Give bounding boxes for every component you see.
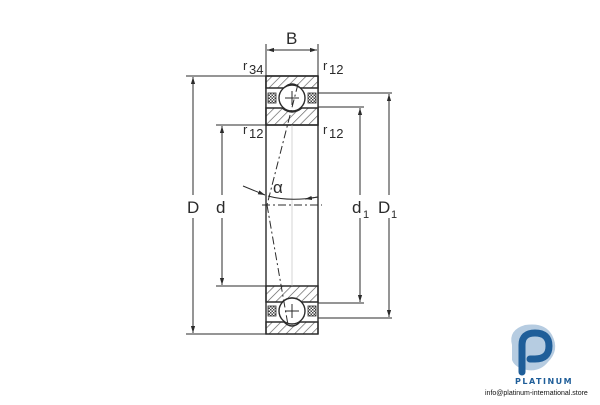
svg-text:r: r: [243, 58, 248, 73]
bore-diameter-label: d: [216, 198, 225, 217]
dimension-arrows: [190, 47, 392, 333]
radius-label-mid-left: r 12: [243, 122, 263, 141]
logo-email-text: info@platinum-international.store: [485, 390, 588, 397]
svg-text:12: 12: [249, 126, 263, 141]
svg-text:r: r: [323, 58, 328, 73]
svg-text:12: 12: [329, 126, 343, 141]
contact-angle-indicator: [242, 185, 319, 201]
contact-angle-label: α: [273, 178, 283, 197]
width-label: B: [286, 29, 297, 48]
outer-diameter-label: D: [187, 198, 199, 217]
svg-text:1: 1: [363, 209, 369, 221]
platinum-logo: PLATINUM info@platinum-international.sto…: [485, 324, 588, 397]
svg-text:r: r: [243, 122, 248, 137]
radius-label-top-right: r 12: [323, 58, 343, 77]
radius-label-mid-right: r 12: [323, 122, 343, 141]
svg-text:1: 1: [391, 209, 397, 221]
bearing-section: [265, 75, 319, 335]
svg-text:12: 12: [329, 62, 343, 77]
logo-brand-text: PLATINUM: [515, 377, 573, 386]
svg-text:34: 34: [249, 62, 263, 77]
svg-text:r: r: [323, 122, 328, 137]
svg-text:d: d: [352, 198, 361, 217]
radius-label-top-left: r 34: [243, 58, 263, 77]
svg-text:D: D: [378, 198, 390, 217]
shoulder-outer-label: D 1: [378, 198, 397, 221]
contact-line: [262, 83, 322, 326]
shoulder-inner-label: d 1: [352, 198, 369, 221]
extension-lines: [186, 44, 392, 335]
